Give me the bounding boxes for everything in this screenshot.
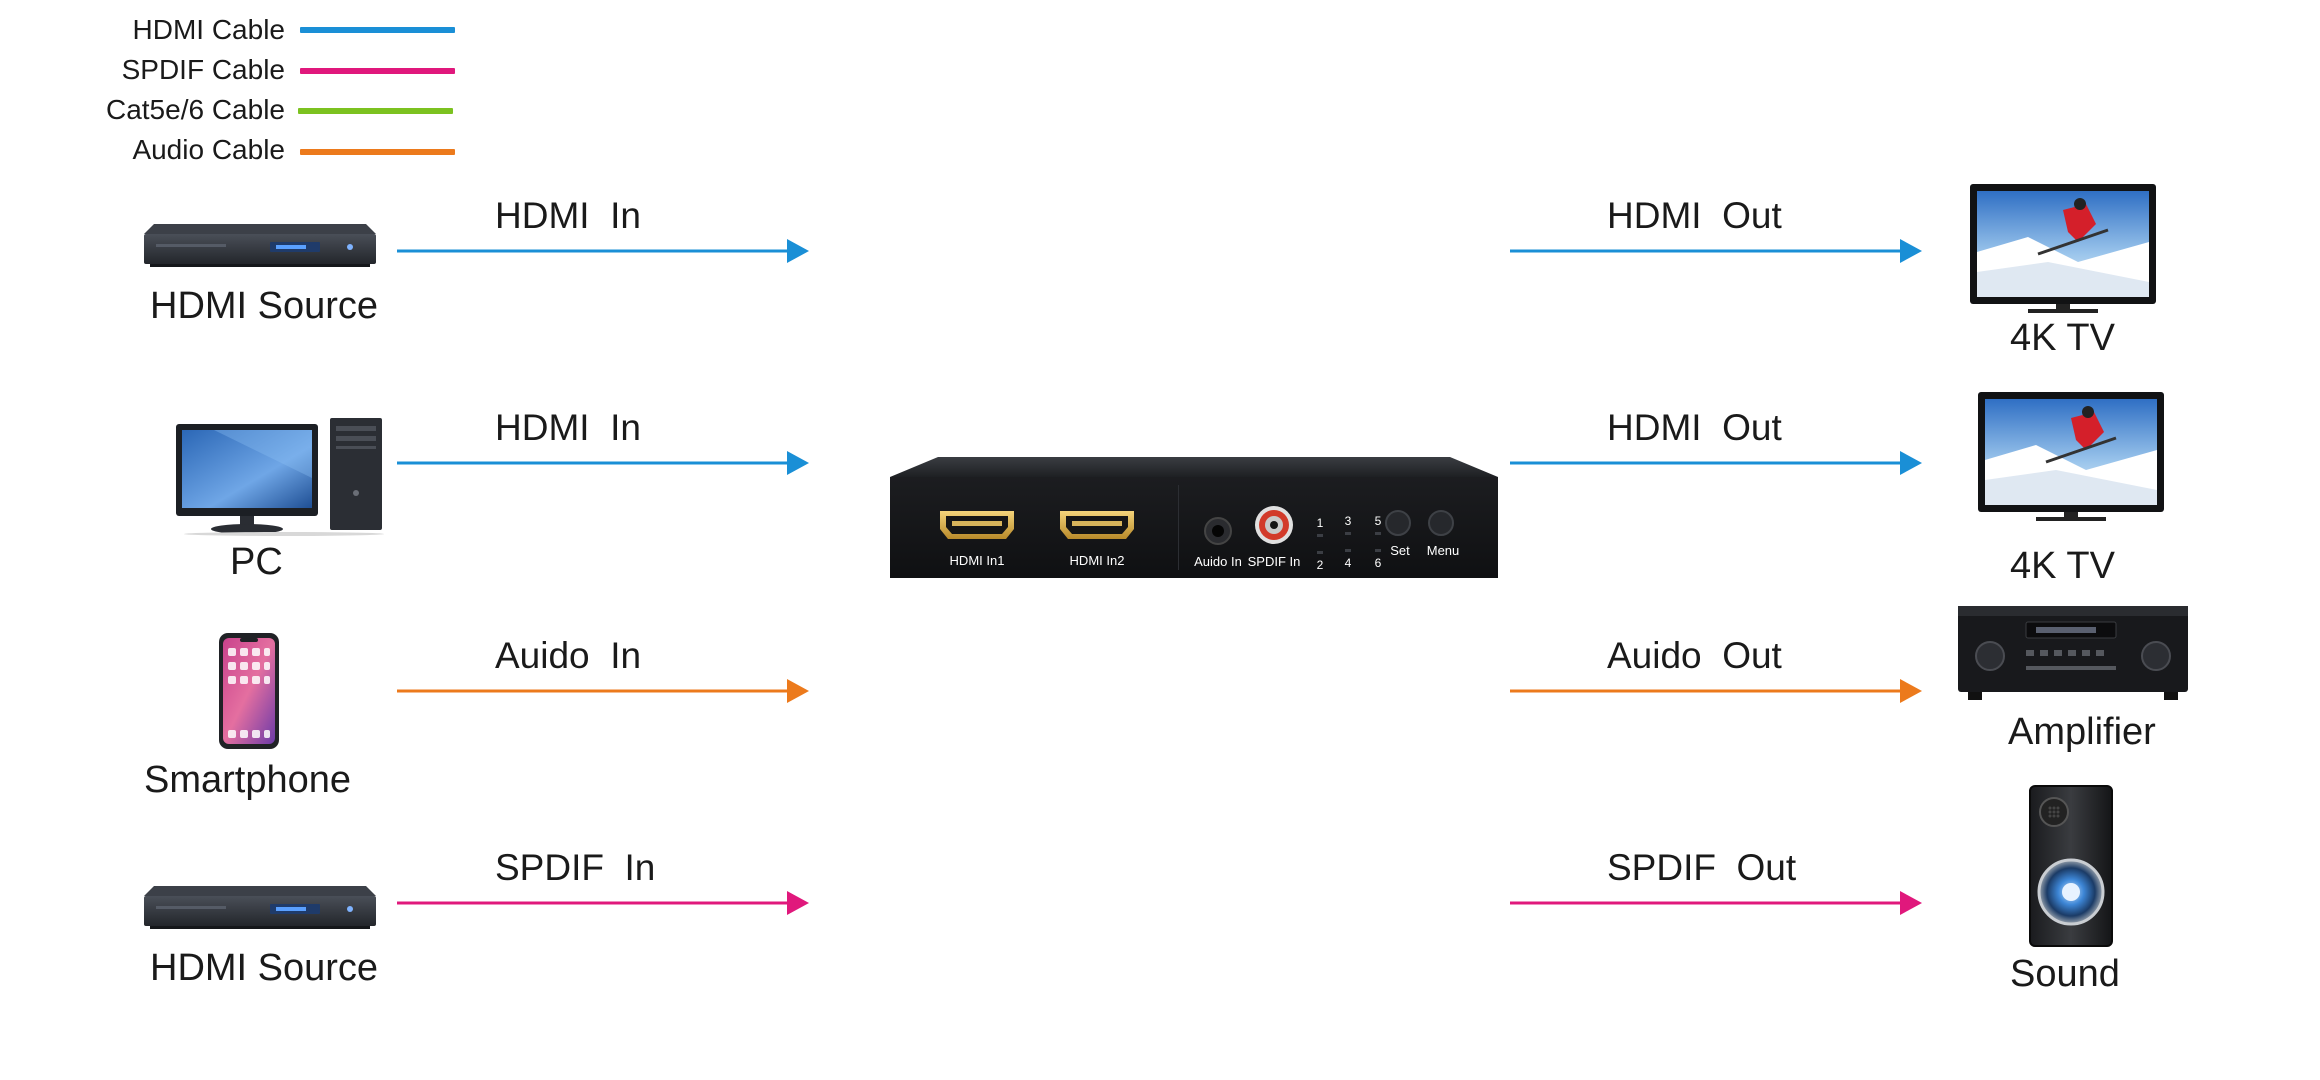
- audio-in-label: Auido In: [1194, 554, 1242, 569]
- sink-label-3: Amplifier: [2008, 711, 2156, 753]
- source-label-1: HDMI Source: [150, 285, 379, 327]
- hdmi-in1-port: [940, 511, 1014, 539]
- led-indicator: [1317, 534, 1323, 537]
- led-indicator: [1317, 551, 1323, 554]
- led-3-label: 3: [1345, 514, 1352, 528]
- tv-icon: [1978, 392, 2164, 521]
- led-2-label: 2: [1317, 558, 1324, 572]
- hdmi-in1-label: HDMI In1: [950, 553, 1005, 568]
- output-label-3: Auido Out: [1607, 635, 1782, 676]
- led-5-label: 5: [1375, 514, 1382, 528]
- amplifier-icon: [1958, 606, 2188, 700]
- output-arrow-2: [1510, 451, 1922, 475]
- sink-label-2: 4K TV: [2010, 545, 2115, 587]
- input-arrow-1: [397, 239, 809, 263]
- led-1-label: 1: [1317, 516, 1324, 530]
- set-button-label: Set: [1390, 543, 1410, 558]
- output-label-1: HDMI Out: [1607, 195, 1782, 236]
- output-arrow-3: [1510, 679, 1922, 703]
- led-indicator: [1375, 532, 1381, 535]
- legend-label-spdif: SPDIF Cable: [121, 54, 285, 85]
- audio-extractor-device: HDMI In1 HDMI In2 Auido In SPDIF In 1 2 …: [890, 457, 1498, 578]
- output-label-4: SPDIF Out: [1607, 847, 1797, 888]
- legend-label-hdmi: HDMI Cable: [132, 14, 285, 45]
- led-indicator: [1375, 549, 1381, 552]
- spdif-in-label: SPDIF In: [1248, 554, 1301, 569]
- hdmi-in2-label: HDMI In2: [1070, 553, 1125, 568]
- sink-label-1: 4K TV: [2010, 317, 2115, 359]
- input-arrow-2: [397, 451, 809, 475]
- sink-label-4: Sound: [2010, 953, 2120, 995]
- output-arrow-1: [1510, 239, 1922, 263]
- speaker-icon: [2029, 785, 2113, 947]
- legend-line-cat5e: [298, 108, 453, 114]
- source-label-4: HDMI Source: [150, 947, 379, 989]
- output-label-2: HDMI Out: [1607, 407, 1782, 448]
- input-label-3: Auido In: [495, 635, 642, 676]
- legend-line-hdmi: [300, 27, 455, 33]
- input-label-1: HDMI In: [495, 195, 641, 236]
- menu-button-label: Menu: [1427, 543, 1460, 558]
- input-label-4: SPDIF In: [495, 847, 656, 888]
- menu-button[interactable]: [1428, 510, 1454, 536]
- audio-in-jack: [1204, 517, 1232, 545]
- spdif-in-jack: [1255, 506, 1293, 544]
- input-label-2: HDMI In: [495, 407, 641, 448]
- tv-icon: [1970, 184, 2156, 313]
- hdmi-source-icon: [144, 224, 376, 267]
- led-6-label: 6: [1375, 556, 1382, 570]
- led-4-label: 4: [1345, 556, 1352, 570]
- legend-label-cat5e: Cat5e/6 Cable: [105, 94, 285, 125]
- input-arrow-3: [397, 679, 809, 703]
- input-arrow-4: [397, 891, 809, 915]
- output-arrow-4: [1510, 891, 1922, 915]
- source-label-2: PC: [230, 541, 283, 583]
- legend-line-spdif: [300, 68, 455, 74]
- pc-icon: [176, 418, 384, 536]
- hdmi-in2-port: [1060, 511, 1134, 539]
- source-label-3: Smartphone: [144, 759, 352, 801]
- set-button[interactable]: [1385, 510, 1411, 536]
- led-indicator: [1345, 532, 1351, 535]
- legend-line-audio: [300, 149, 455, 155]
- smartphone-icon: [219, 633, 279, 749]
- hdmi-source-icon: [144, 886, 376, 929]
- legend-label-audio: Audio Cable: [132, 134, 285, 165]
- led-indicator: [1345, 549, 1351, 552]
